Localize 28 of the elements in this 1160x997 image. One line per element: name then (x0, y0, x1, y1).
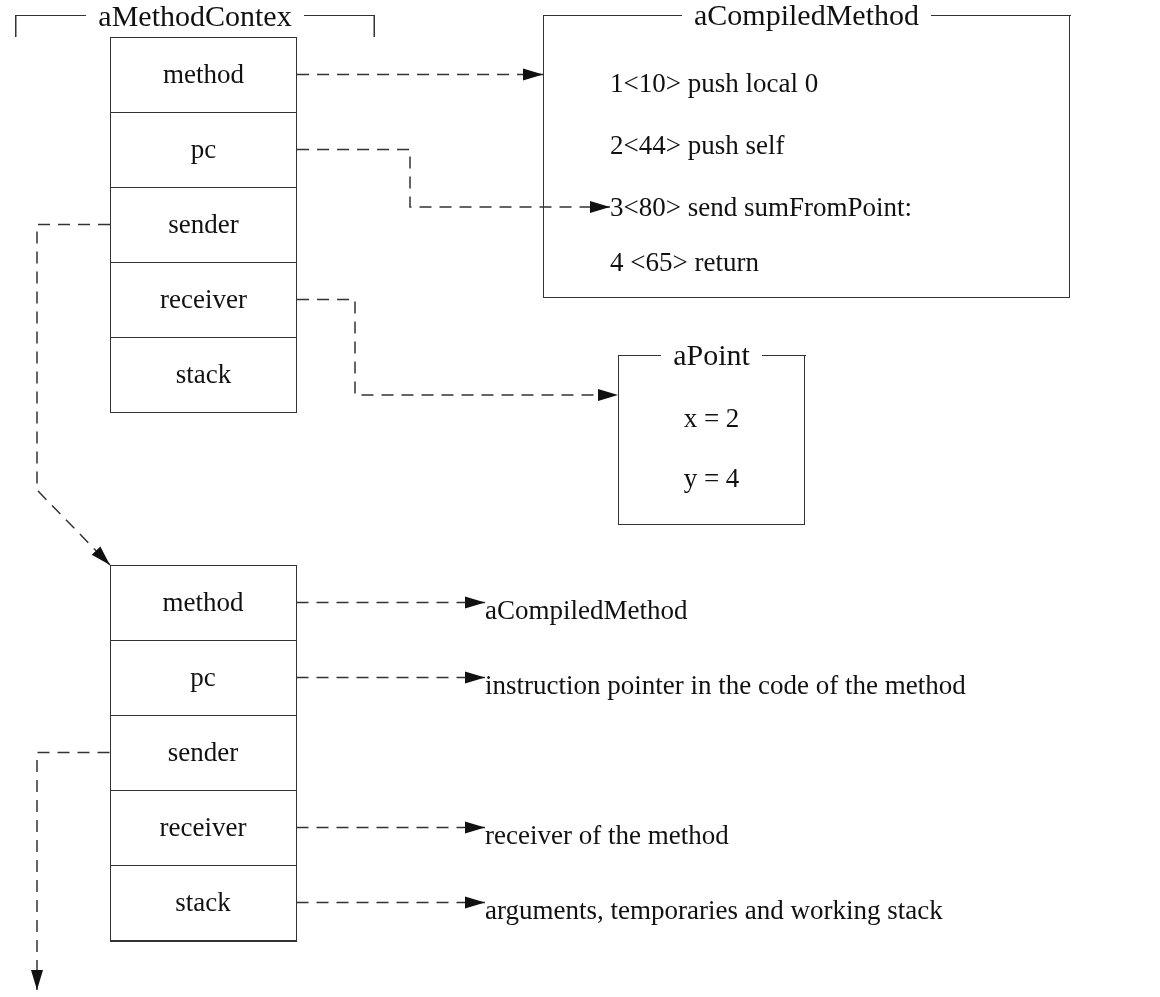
context-slot: receiver (110, 261, 297, 338)
dashed-arrow (36, 223, 111, 566)
context-slot: method (110, 36, 297, 113)
context-slot: pc (110, 111, 297, 188)
annotation-text: 2<44> push self (610, 125, 1050, 165)
annotation-text: receiver of the method (485, 815, 905, 855)
dashed-arrow (31, 751, 111, 991)
context-stack (110, 565, 297, 942)
annotation-text: aCompiledMethod (485, 590, 905, 630)
dashed-arrow (296, 298, 619, 401)
field-text: x = 2 (682, 403, 741, 434)
annotation-text: instruction pointer in the code of the method (485, 665, 1160, 705)
dashed-arrow (295, 821, 486, 834)
dashed-arrow (296, 68, 544, 81)
dashed-arrow (295, 896, 486, 909)
object-title: aPoint (672, 338, 751, 372)
dashed-arrow (296, 148, 611, 213)
annotation-text: 1<10> push local 0 (610, 63, 1050, 103)
dashed-arrow (295, 596, 486, 609)
field-text: y = 4 (682, 463, 741, 494)
context-slot: stack (110, 336, 297, 413)
annotation-text: 4 <65> return (610, 242, 1050, 282)
context-slot: sender (110, 186, 297, 263)
dashed-arrow (295, 671, 486, 684)
object-title: aCompiledMethod (693, 0, 920, 32)
annotation-text: arguments, temporaries and working stack (485, 890, 1160, 930)
annotation-text: 3<80> send sumFromPoint: (610, 187, 1050, 227)
object-title: aMethodContex (97, 0, 293, 33)
